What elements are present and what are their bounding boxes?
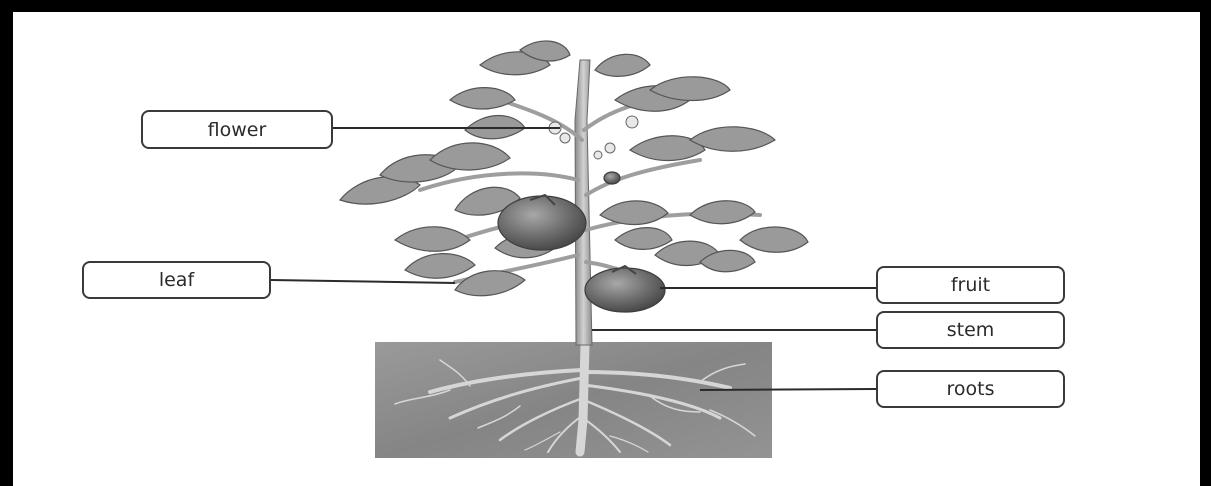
leader-line-leaf xyxy=(271,280,455,283)
label-leaf: leaf xyxy=(82,261,271,299)
label-fruit: fruit xyxy=(876,266,1065,304)
label-flower: flower xyxy=(141,110,333,149)
leader-line-roots xyxy=(700,389,876,390)
soil xyxy=(375,342,772,458)
stem xyxy=(575,60,592,345)
label-roots: roots xyxy=(876,370,1065,408)
label-stem: stem xyxy=(876,311,1065,349)
